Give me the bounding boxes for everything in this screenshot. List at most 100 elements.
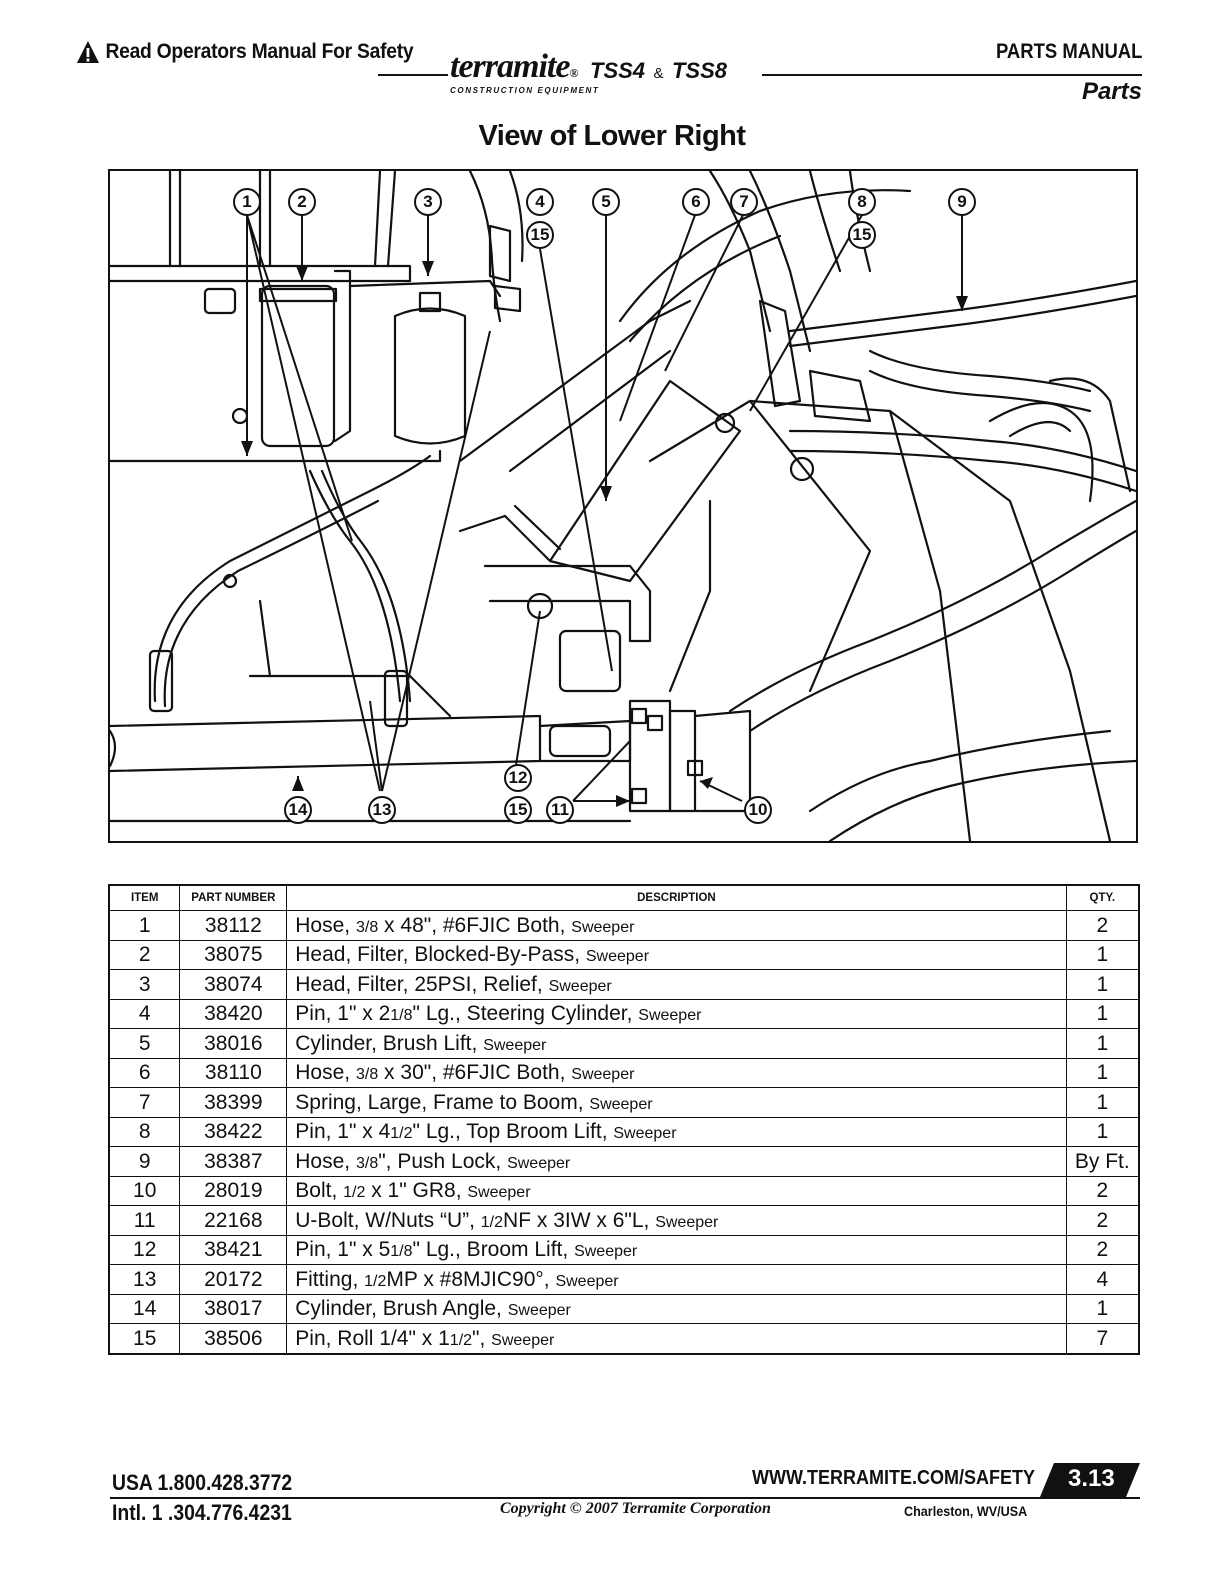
fraction: 1/2 [480,1213,504,1231]
callout-11: 11 [546,796,574,824]
copyright: Copyright © 2007 Terramite Corporation [500,1500,771,1517]
header-rule-left [378,74,448,76]
quantity: 7 [1065,1323,1140,1354]
callout-13: 13 [368,796,396,824]
fraction: 1/2 [449,1331,473,1349]
item-number: 9 [108,1146,181,1177]
safety-text: Read Operators Manual For Safety [105,40,414,63]
callout-10: 10 [744,796,772,824]
part-description: Spring, Large, Frame to Boom, Sweeper [286,1087,1067,1118]
item-number: 15 [108,1323,181,1354]
part-number: 20172 [179,1264,288,1295]
part-description: Head, Filter, Blocked-By-Pass, Sweeper [286,939,1067,970]
item-number: 2 [108,939,181,970]
part-description: Hose, 3/8", Push Lock, Sweeper [286,1146,1067,1177]
fraction: 1/2 [343,1184,366,1202]
item-number: 14 [108,1293,181,1324]
model-note: Sweeper [507,1154,571,1172]
part-description: Bolt, 1/2 x 1" GR8, Sweeper [286,1175,1067,1206]
quantity: 1 [1065,1116,1140,1147]
header-item: ITEM [108,884,181,911]
callout-4: 4 [526,188,554,216]
part-number: 38506 [179,1323,288,1354]
callout-5: 5 [592,188,620,216]
model-note: Sweeper [483,1036,547,1054]
fraction: 1/8 [390,1243,413,1261]
quantity: 1 [1065,998,1140,1029]
model-note: Sweeper [467,1184,531,1202]
fraction: 1/2 [364,1272,387,1290]
callout-6: 6 [682,188,710,216]
part-number: 38110 [179,1057,288,1088]
quantity: 2 [1065,1175,1140,1206]
item-number: 10 [108,1175,181,1206]
item-number: 11 [108,1205,181,1236]
part-number: 38112 [179,910,288,941]
machine-line-drawing [110,171,1136,841]
part-description: Hose, 3/8 x 30", #6FJIC Both, Sweeper [286,1057,1067,1088]
model-note: Sweeper [555,1272,619,1290]
location: Charleston, WV/USA [904,1503,1028,1519]
fraction: 1/8 [390,1007,413,1025]
quantity: 1 [1065,969,1140,1000]
item-number: 3 [108,969,181,1000]
warning-triangle-icon [76,41,99,63]
item-number: 8 [108,1116,181,1147]
part-description: Hose, 3/8 x 48", #6FJIC Both, Sweeper [286,910,1067,941]
part-number: 38017 [179,1293,288,1324]
part-number: 38074 [179,969,288,1000]
intl-phone: Intl. 1 .304.776.4231 [112,1500,292,1525]
model-note: Sweeper [638,1007,702,1025]
callout-1: 1 [233,188,261,216]
model-logos: TSS4 & TSS8 [590,58,727,84]
model-note: Sweeper [589,1095,653,1113]
model-note: Sweeper [571,918,635,936]
part-number: 38422 [179,1116,288,1147]
part-number: 28019 [179,1175,288,1206]
item-number: 7 [108,1087,181,1118]
parts-diagram: 1 2 3 4 15 5 6 7 8 15 9 12 14 13 15 11 1… [108,169,1138,843]
model-b-logo: TSS8 [671,58,727,83]
table-header-row: ITEM PART NUMBER DESCRIPTION QTY. [108,884,1140,911]
quantity: 1 [1065,939,1140,970]
model-note: Sweeper [507,1302,571,1320]
callout-15b: 15 [848,221,876,249]
callout-12: 12 [504,764,532,792]
manual-label: PARTS MANUAL [995,40,1142,63]
header-rule-right [762,74,1142,76]
callout-9: 9 [948,188,976,216]
website-link[interactable]: WWW.TERRAMITE.COM/SAFETY [752,1467,1035,1489]
brand-logo: terramite® [450,48,578,85]
fraction: 3/8 [355,1154,379,1172]
safety-notice: Read Operators Manual For Safety [76,40,414,64]
fraction: 1/2 [390,1125,413,1143]
callout-7: 7 [730,188,758,216]
part-number: 38420 [179,998,288,1029]
model-note: Sweeper [548,977,612,995]
part-description: Fitting, 1/2MP x #8MJIC90°, Sweeper [286,1264,1067,1295]
callout-8: 8 [848,188,876,216]
page-title: View of Lower Right [478,120,746,152]
item-number: 5 [108,1028,181,1059]
item-number: 6 [108,1057,181,1088]
callout-15a: 15 [526,221,554,249]
model-note: Sweeper [585,948,650,966]
quantity: 1 [1065,1293,1140,1324]
header-qty: QTY. [1065,884,1140,911]
quantity: 1 [1065,1057,1140,1088]
usa-phone: USA 1.800.428.3772 [112,1470,293,1495]
part-description: Head, Filter, 25PSI, Relief, Sweeper [286,969,1067,1000]
model-note: Sweeper [491,1331,555,1349]
part-description: Cylinder, Brush Lift, Sweeper [286,1028,1067,1059]
part-description: Pin, 1" x 51/8" Lg., Broom Lift, Sweeper [286,1234,1067,1265]
quantity: By Ft. [1065,1146,1140,1177]
